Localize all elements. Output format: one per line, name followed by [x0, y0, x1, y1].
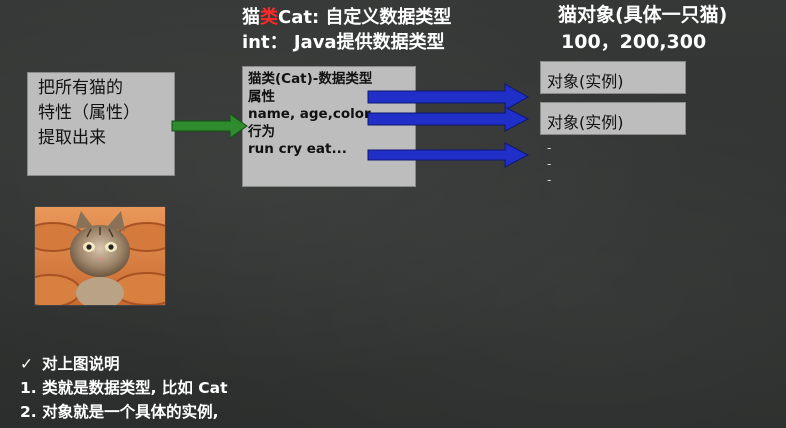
object-numbers: 100，200,300: [561, 31, 707, 53]
class-box-behaviors: run cry eat...: [248, 141, 347, 157]
class-title: 猫类Cat: 自定义数据类型: [242, 7, 452, 28]
class-box-title: 猫类(Cat)-数据类型: [248, 71, 373, 87]
object-instance-box: 对象(实例): [540, 61, 686, 94]
notes-line: 2. 对象就是一个具体的实例,: [20, 403, 219, 421]
object-title: 猫对象(具体一只猫): [558, 4, 728, 26]
notes-heading-text: 对上图说明: [42, 355, 120, 373]
cat-class-box: 猫类(Cat)-数据类型 属性 name, age,color. 行为 run …: [242, 66, 416, 187]
notes-line: 1. 类就是数据类型, 比如 Cat: [20, 379, 228, 397]
more-objects-dash: -: [547, 141, 552, 155]
notes-heading: ✓ 对上图说明: [20, 352, 228, 376]
abstraction-box: 把所有猫的 特性（属性） 提取出来: [27, 72, 175, 176]
more-objects-dash: -: [547, 157, 552, 171]
abstraction-line: 特性（属性）: [38, 103, 140, 123]
abstraction-line: 提取出来: [38, 128, 106, 148]
more-objects-dash: -: [547, 173, 552, 187]
int-title: int： Java提供数据类型: [242, 32, 445, 53]
green-arrow-icon: [171, 113, 248, 139]
blue-arrow-icon: [367, 106, 530, 132]
object-instance-box: 对象(实例): [540, 102, 686, 135]
class-box-attr-heading: 属性: [248, 88, 275, 105]
kitten-image: [34, 206, 166, 306]
class-box-behavior-heading: 行为: [248, 123, 275, 140]
abstraction-line: 把所有猫的: [38, 78, 123, 98]
blue-arrow-icon: [367, 142, 530, 168]
class-box-attributes: name, age,color.: [248, 106, 374, 122]
explanation-notes: ✓ 对上图说明 1. 类就是数据类型, 比如 Cat 2. 对象就是一个具体的实例…: [20, 352, 228, 424]
blue-arrow-icon: [367, 83, 530, 111]
check-icon: ✓: [20, 355, 33, 373]
